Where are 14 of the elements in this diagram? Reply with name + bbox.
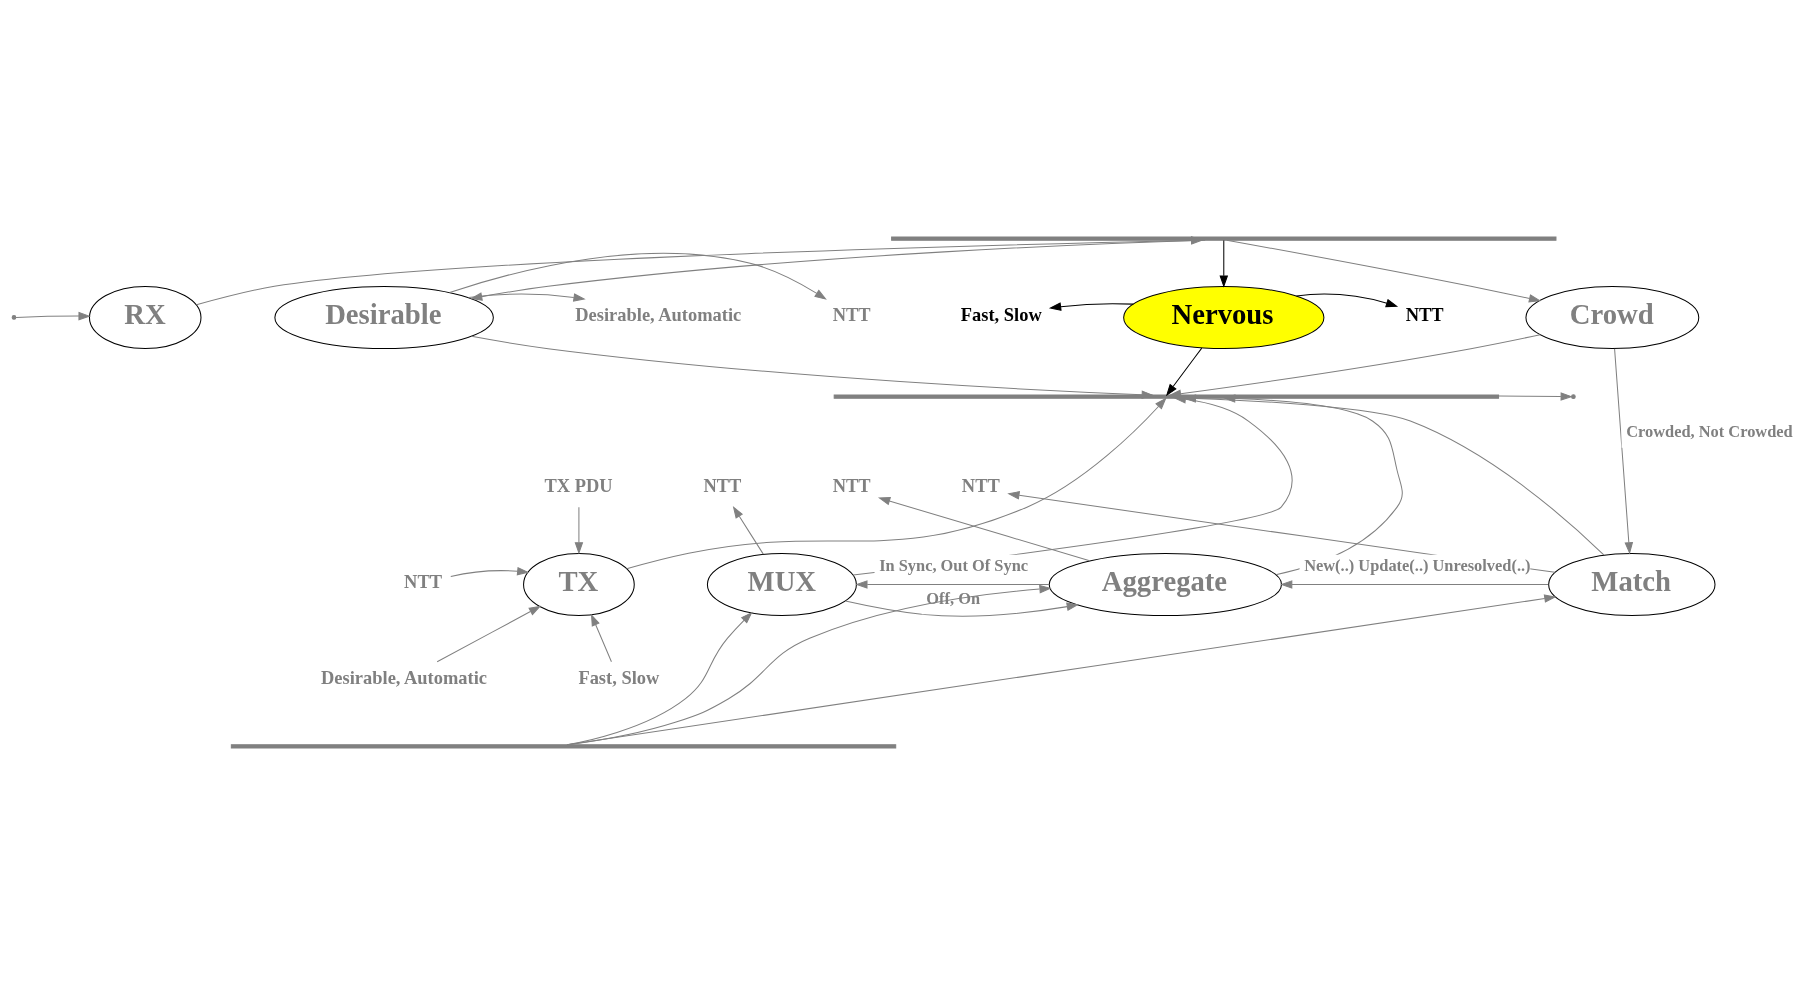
node-text: Fast, Slow <box>960 304 1042 325</box>
edge-label: In Sync, Out Of Sync <box>879 555 1029 575</box>
node-text: NTT <box>404 571 443 592</box>
node-text: Desirable, Automatic <box>575 304 742 325</box>
edge-label: New(..) Update(..) Unresolved(..) <box>1304 555 1531 575</box>
node-text: NTT <box>832 304 871 325</box>
edge-label: Crowded, Not Crowded <box>1626 422 1793 442</box>
node-text: NTT <box>1405 304 1444 325</box>
node-text: NTT <box>961 476 1000 497</box>
node-text: Fast, Slow <box>578 667 660 688</box>
node-text: TX PDU <box>544 476 613 497</box>
node-text: NTT <box>832 476 871 497</box>
node-text: Desirable, Automatic <box>321 667 487 688</box>
node-text: NTT <box>703 476 742 497</box>
